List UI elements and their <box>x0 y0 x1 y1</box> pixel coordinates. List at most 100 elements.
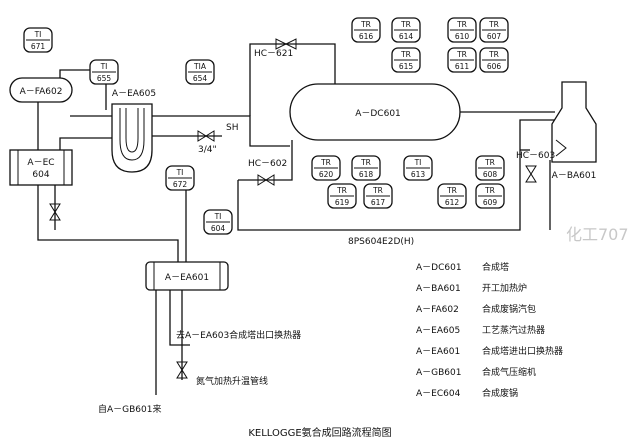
diagram-title: KELLOGGE氨合成回路流程简图 <box>248 426 391 439</box>
instrument-ti-671: TI 671 <box>23 27 53 53</box>
instrument-tag: TR <box>320 158 331 167</box>
legend-description: 开工加热炉 <box>482 282 527 294</box>
instrument-tr-612: TR 612 <box>437 183 467 209</box>
instrument-number: 611 <box>455 62 470 71</box>
drum-fa602 <box>9 77 73 103</box>
instrument-bubbles: TI671TI655TIA654TI672TI604TR616TR614TR61… <box>23 17 509 235</box>
valve-ec604-drain <box>49 203 61 221</box>
instrument-number: 607 <box>487 32 502 41</box>
legend-code: A－DC601 <box>416 263 462 273</box>
legend-code: A－GB601 <box>416 368 461 378</box>
label-ea605: A－EA605 <box>112 89 156 99</box>
instrument-tr-610: TR 610 <box>447 17 477 43</box>
valve-hc603 <box>525 165 537 183</box>
instrument-tr-611: TR 611 <box>447 47 477 73</box>
valve-sh <box>197 130 215 142</box>
instrument-tag: TR <box>456 20 467 29</box>
label-fa602: A－FA602 <box>20 87 63 97</box>
instrument-tag: TR <box>400 20 411 29</box>
piping <box>37 43 555 395</box>
legend-code: A－FA602 <box>416 305 459 315</box>
legend-code: A－EC604 <box>416 389 461 399</box>
instrument-tag: TR <box>488 50 499 59</box>
valve-hc602 <box>257 174 275 186</box>
legend-description: 合成废锅 <box>482 387 518 399</box>
line-number-label: 8PS604E2D(H) <box>348 237 414 247</box>
valve-hc621 <box>275 38 297 50</box>
instrument-tr-607: TR 607 <box>479 17 509 43</box>
instrument-tr-619: TR 619 <box>327 183 357 209</box>
label-ba601: A－BA601 <box>552 171 597 181</box>
legend-description: 合成塔 <box>482 261 509 273</box>
instrument-number: 612 <box>445 198 460 207</box>
instrument-tag: TR <box>484 158 495 167</box>
instrument-tag: TIA <box>193 62 207 71</box>
exchanger-ea601 <box>145 261 229 291</box>
instrument-number: 615 <box>399 62 414 71</box>
instrument-tag: TR <box>372 186 383 195</box>
instrument-ti-613: TI 613 <box>403 155 433 181</box>
label-sh: SH <box>226 123 238 133</box>
instrument-tag: TR <box>446 186 457 195</box>
legend-code: A－EA605 <box>416 326 460 336</box>
instrument-tag: TR <box>400 50 411 59</box>
instrument-tr-614: TR 614 <box>391 17 421 43</box>
instrument-number: 654 <box>193 74 208 83</box>
instrument-tag: TR <box>360 158 371 167</box>
instrument-number: 608 <box>483 170 498 179</box>
instrument-tr-617: TR 617 <box>363 183 393 209</box>
instrument-tag: TR <box>336 186 347 195</box>
instrument-number: 610 <box>455 32 470 41</box>
instrument-tr-615: TR 615 <box>391 47 421 73</box>
legend-code: A－BA601 <box>416 284 461 294</box>
instrument-tag: TR <box>360 20 371 29</box>
instrument-tag: TR <box>456 50 467 59</box>
instrument-number: 606 <box>487 62 502 71</box>
watermark-text: 化工707 <box>566 225 629 244</box>
label-hc621: HC－621 <box>254 49 293 59</box>
instrument-number: 609 <box>483 198 498 207</box>
instrument-tag: TR <box>488 20 499 29</box>
instrument-tag: TI <box>100 62 108 71</box>
legend-description: 合成塔进出口换热器 <box>482 345 563 357</box>
label-size-3-4: 3/4" <box>198 145 217 155</box>
instrument-number: 604 <box>211 224 226 233</box>
instrument-tag: TI <box>214 212 222 221</box>
instrument-tag: TI <box>176 168 184 177</box>
equipment-group: A－FA602 A－EC 604 A－EA605 A－DC601 A－BA601… <box>9 77 597 291</box>
heater-ba601 <box>551 81 597 163</box>
converter-dc601 <box>289 83 461 141</box>
superheater-ea605 <box>111 103 153 173</box>
label-ec604-line1: A－EC <box>27 158 54 168</box>
instrument-number: 671 <box>31 42 46 51</box>
legend-description: 合成气压缩机 <box>482 366 536 378</box>
flow-label-n2-heating: 氮气加热升温管线 <box>196 375 268 387</box>
instrument-tag: TI <box>34 30 42 39</box>
instrument-ti-672: TI 672 <box>165 165 195 191</box>
instrument-tr-609: TR 609 <box>475 183 505 209</box>
instrument-number: 613 <box>411 170 426 179</box>
label-ea601: A－EA601 <box>165 273 209 283</box>
instrument-tia-654: TIA 654 <box>185 59 215 85</box>
instrument-tag: TI <box>414 158 422 167</box>
instrument-number: 617 <box>371 198 386 207</box>
instrument-tag: TR <box>484 186 495 195</box>
instrument-number: 614 <box>399 32 414 41</box>
instrument-ti-604: TI 604 <box>203 209 233 235</box>
boiler-ec604 <box>9 149 73 186</box>
flow-label-from-gb601: 自A－GB601来 <box>98 403 161 415</box>
instrument-number: 619 <box>335 198 350 207</box>
valves-group: HC－621 SH 3/4" HC－602 HC－603 <box>49 38 555 379</box>
instrument-number: 672 <box>173 180 188 189</box>
label-hc602: HC－602 <box>248 159 287 169</box>
legend-code: A－EA601 <box>416 347 460 357</box>
legend-description: 合成废锅汽包 <box>482 303 536 315</box>
valve-n2-heating <box>176 361 188 379</box>
instrument-tr-608: TR 608 <box>475 155 505 181</box>
equipment-legend: A－DC601 合成塔 A－BA601 开工加热炉 A－FA602 合成废锅汽包 A－EA6… <box>416 261 563 399</box>
